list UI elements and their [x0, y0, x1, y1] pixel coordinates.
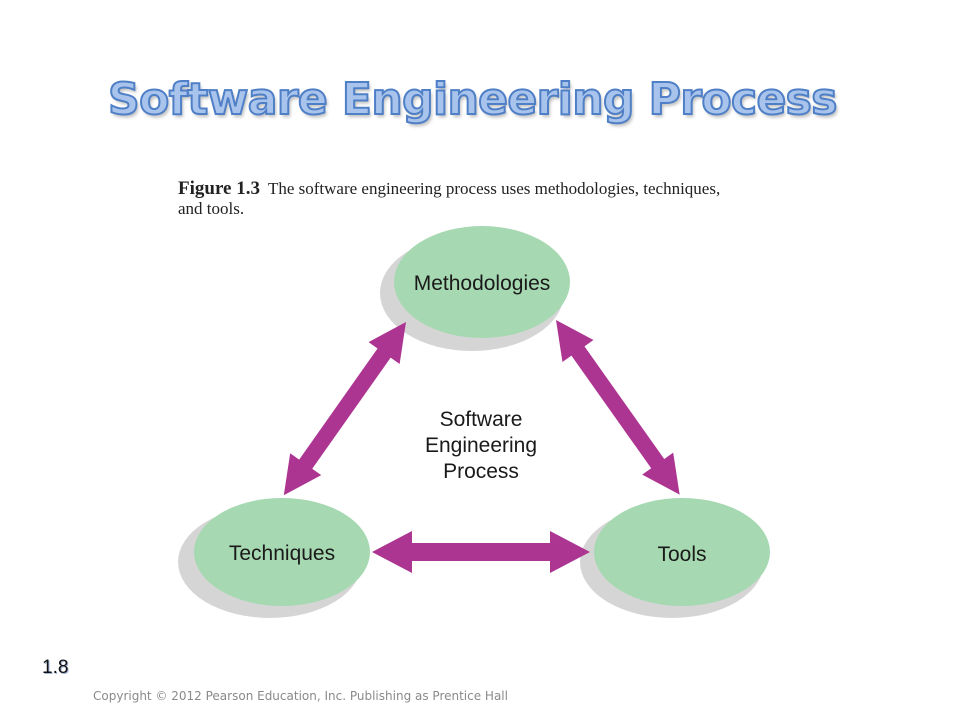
center-label-line-1: Software — [440, 408, 523, 431]
tools-label: Tools — [657, 543, 706, 566]
copyright-notice: Copyright © 2012 Pearson Education, Inc.… — [93, 689, 508, 703]
methodologies-node — [394, 226, 570, 338]
figure-label: Figure 1.3 — [178, 178, 260, 199]
center-label-line-3: Process — [443, 460, 519, 483]
slide-title: Software Engineering Process — [107, 73, 838, 126]
arrow-methodologies-techniques — [283, 322, 406, 496]
slide-number: 1.8 — [42, 657, 69, 678]
figure-caption-text: The software engineering process uses me… — [178, 179, 721, 218]
figure-caption: Figure 1.3 The software engineering proc… — [178, 179, 738, 219]
center-label-line-2: Engineering — [425, 434, 537, 457]
techniques-label: Techniques — [229, 542, 335, 565]
tools-node — [594, 498, 770, 606]
methodologies-label: Methodologies — [414, 272, 551, 295]
arrow-techniques-tools — [372, 531, 590, 573]
arrow-methodologies-tools — [556, 320, 680, 495]
techniques-node — [194, 498, 370, 606]
